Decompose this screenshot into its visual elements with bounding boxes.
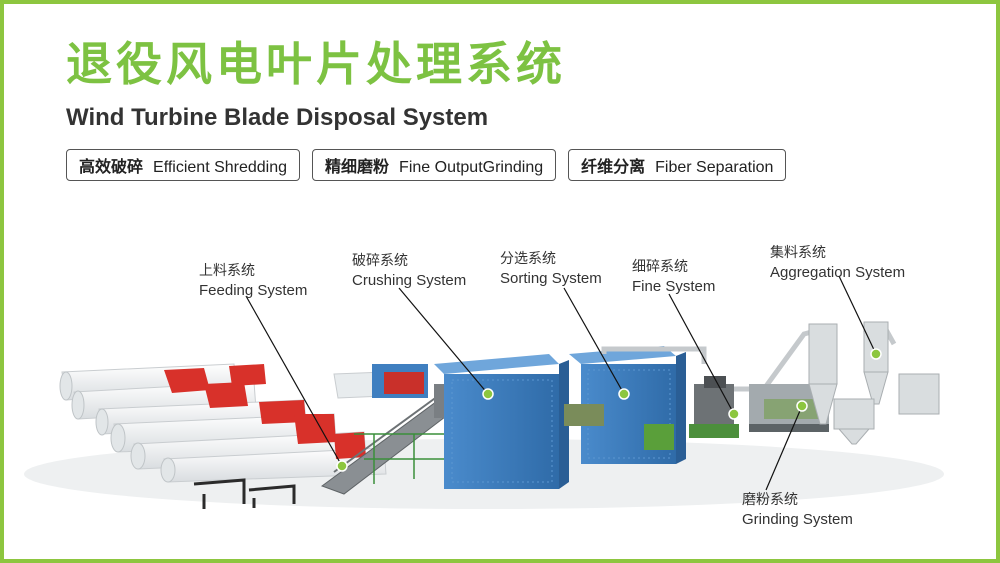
feature-tag-cn: 高效破碎 [79, 157, 144, 176]
marker-grinding [796, 400, 808, 412]
label-fine-cn: 细碎系统 [632, 259, 688, 275]
label-fine: 细碎系统 Fine System [632, 258, 715, 296]
title-english: Wind Turbine Blade Disposal System [66, 104, 489, 131]
crushing-container [434, 354, 569, 489]
label-crushing-cn: 破碎系统 [352, 253, 408, 269]
feature-tag-shredding: 高效破碎 Efficient Shredding [66, 149, 301, 181]
worktables [193, 478, 296, 509]
feature-tag-en: Fiber Separation [655, 159, 774, 176]
feature-tag-cn: 精细磨粉 [325, 157, 390, 176]
label-sorting: 分选系统 Sorting System [500, 250, 602, 288]
stage-markers [336, 348, 882, 472]
title-chinese: 退役风电叶片处理系统 [66, 37, 566, 91]
aggregation-cyclones [808, 321, 940, 445]
label-sorting-cn: 分选系统 [500, 251, 556, 267]
label-aggregation-cn: 集料系统 [770, 245, 826, 261]
label-grinding-en: Grinding System [742, 511, 853, 528]
feature-tag-cn: 纤维分离 [581, 157, 646, 176]
feature-tag-en: Efficient Shredding [153, 159, 288, 176]
feature-tag-en: Fine OutputGrinding [399, 159, 544, 176]
marker-sorting [618, 388, 630, 400]
marker-crushing [482, 388, 494, 400]
marker-fine [728, 408, 740, 420]
sorting-container [564, 346, 686, 464]
label-crushing-en: Crushing System [352, 272, 467, 289]
label-feeding-cn: 上料系统 [199, 263, 255, 279]
feature-tags: 高效破碎 Efficient Shredding 精细磨粉 Fine OutputG… [66, 149, 787, 181]
label-grinding-cn: 磨粉系统 [742, 492, 798, 508]
marker-aggregation [870, 348, 882, 360]
plant-illustration [24, 275, 944, 509]
grinding-mill [749, 384, 829, 432]
marker-feeding [336, 460, 348, 472]
label-aggregation: 集料系统 Aggregation System [770, 244, 905, 282]
fine-crusher [689, 376, 739, 438]
label-aggregation-en: Aggregation System [770, 264, 906, 281]
label-fine-en: Fine System [632, 278, 716, 295]
label-feeding-en: Feeding System [199, 282, 308, 299]
blade-stack [59, 363, 387, 483]
pointer-lines [245, 275, 877, 491]
label-grinding: 磨粉系统 Grinding System [742, 491, 853, 529]
label-feeding: 上料系统 Feeding System [199, 262, 307, 300]
feature-tag-grinding: 精细磨粉 Fine OutputGrinding [312, 149, 557, 181]
feature-tag-fiber: 纤维分离 Fiber Separation [568, 149, 787, 181]
label-crushing: 破碎系统 Crushing System [352, 252, 466, 290]
label-sorting-en: Sorting System [500, 270, 602, 287]
